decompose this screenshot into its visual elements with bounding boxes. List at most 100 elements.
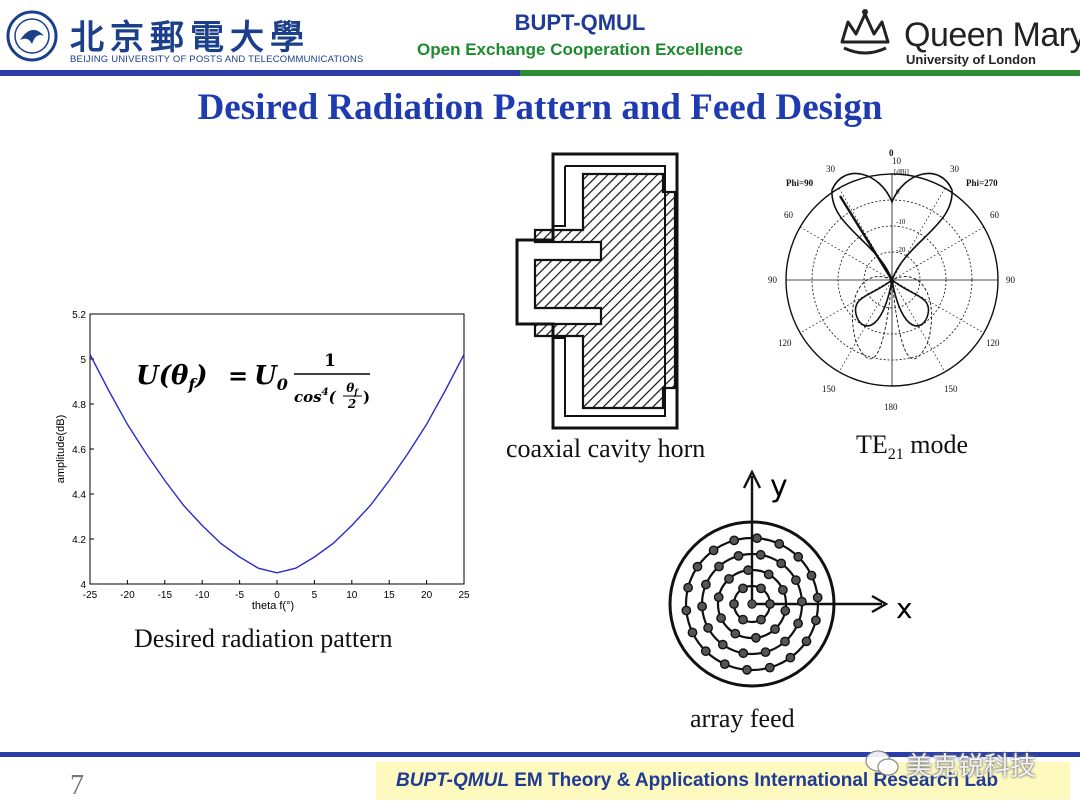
qmul-subname: University of London bbox=[906, 52, 1036, 67]
header: 北京郵電大學 BEIJING UNIVERSITY OF POSTS AND T… bbox=[0, 0, 1080, 72]
feed-element bbox=[743, 565, 754, 576]
plot-frame bbox=[89, 313, 465, 585]
horn-caption: coaxial cavity horn bbox=[506, 434, 706, 463]
feed-element bbox=[801, 636, 812, 647]
feed-element bbox=[703, 622, 713, 633]
feed-element bbox=[742, 664, 752, 675]
header-title: BUPT-QMUL bbox=[514, 10, 646, 35]
top-ten-label: 10 bbox=[892, 156, 902, 166]
y-tick-label: 5 bbox=[80, 355, 86, 366]
y-tick-label: 4.2 bbox=[72, 535, 86, 546]
feed-element bbox=[729, 599, 739, 609]
feed-element-center bbox=[747, 599, 757, 609]
x-axis-label: theta f(°) bbox=[252, 600, 294, 612]
ring-0-label: 0 bbox=[896, 188, 900, 196]
header-subtitle: Open Exchange Cooperation Excellence bbox=[417, 40, 743, 59]
feed-element bbox=[780, 605, 791, 616]
angle-30-left: 30 bbox=[826, 164, 836, 174]
feed-element bbox=[733, 551, 744, 561]
feed-element bbox=[796, 596, 807, 607]
x-tick-label: 20 bbox=[421, 590, 433, 601]
angle-120-right: 120 bbox=[986, 338, 1000, 348]
header-divider bbox=[0, 70, 1080, 76]
feed-element bbox=[683, 582, 694, 593]
ring-10-label: -10 bbox=[896, 218, 906, 226]
feed-element bbox=[708, 545, 719, 556]
feed-element bbox=[729, 535, 740, 546]
qmul-logo: Queen Mary University of London bbox=[834, 6, 1080, 70]
feed-element bbox=[763, 569, 774, 580]
formula-numerator: 1 bbox=[324, 351, 336, 371]
page-number: 7 bbox=[70, 770, 84, 801]
x-tick-label: 15 bbox=[384, 590, 396, 601]
feed-element bbox=[806, 570, 817, 581]
feed-element bbox=[687, 627, 698, 638]
formula-close-paren: ) bbox=[363, 388, 370, 406]
footer-divider bbox=[0, 752, 1080, 757]
feed-element bbox=[700, 646, 711, 657]
x-tick-label: 5 bbox=[312, 590, 318, 601]
feed-element bbox=[713, 592, 724, 603]
feed-element bbox=[778, 585, 788, 595]
x-tick-label: -20 bbox=[120, 590, 135, 601]
angle-150-left: 150 bbox=[822, 384, 836, 394]
feed-element bbox=[752, 533, 762, 544]
header-center: BUPT-QMUL Open Exchange Cooperation Exce… bbox=[360, 8, 800, 62]
formula-u0: U0 bbox=[254, 361, 288, 394]
bupt-chinese-name: 北京郵電大學 bbox=[70, 18, 310, 58]
phi-90-label: Phi=90 bbox=[786, 178, 814, 188]
feed-element bbox=[697, 601, 707, 612]
formula-equals: = bbox=[228, 361, 248, 390]
array-feed-caption: array feed bbox=[690, 704, 795, 733]
feed-element bbox=[756, 614, 766, 625]
angle-30-right: 30 bbox=[950, 164, 960, 174]
x-tick-label: 25 bbox=[458, 590, 470, 601]
feed-element bbox=[724, 574, 734, 584]
y-axis-label: amplitude(dB) bbox=[55, 415, 67, 483]
feed-element bbox=[692, 561, 703, 572]
feed-element bbox=[714, 561, 724, 572]
feed-element bbox=[738, 648, 749, 659]
phi-270-label: Phi=270 bbox=[966, 178, 998, 188]
feed-element bbox=[756, 583, 766, 594]
y-tick-label: 4.8 bbox=[72, 400, 86, 411]
feed-element bbox=[810, 615, 821, 626]
feed-element bbox=[751, 632, 761, 643]
angle-60-right: 60 bbox=[990, 210, 1000, 220]
footer-bar bbox=[376, 762, 1070, 800]
feed-element bbox=[790, 575, 801, 586]
angle-90-left: 90 bbox=[768, 275, 778, 285]
formula-inner-numerator: θf bbox=[346, 381, 359, 397]
ring-20-label: -20 bbox=[896, 246, 906, 254]
angle-120-left: 120 bbox=[778, 338, 792, 348]
bupt-logo: 北京郵電大學 BEIJING UNIVERSITY OF POSTS AND T… bbox=[6, 8, 363, 66]
angle-90-right: 90 bbox=[1006, 275, 1016, 285]
qmul-name: Queen Mary bbox=[904, 16, 1080, 54]
feed-element bbox=[755, 549, 766, 560]
feed-element bbox=[738, 614, 748, 625]
series-line bbox=[89, 354, 465, 574]
x-axis-letter: x bbox=[896, 592, 913, 625]
array-feed-diagram: x y bbox=[668, 469, 913, 688]
formula-lhs: U(θf) bbox=[136, 361, 208, 394]
x-tick-label: -10 bbox=[195, 590, 210, 601]
feed-element bbox=[730, 628, 741, 639]
feed-element bbox=[764, 662, 775, 673]
feed-element bbox=[793, 618, 804, 629]
bupt-seal-icon bbox=[6, 10, 58, 62]
radiation-pattern-caption: Desired radiation pattern bbox=[134, 624, 393, 653]
feed-element bbox=[780, 636, 790, 647]
y-tick-label: 4.4 bbox=[72, 490, 86, 501]
y-axis-letter: y bbox=[770, 469, 788, 504]
te21-polar-plot: Phi=90 Phi=270 0 10 [dBi] 0 -10 -20 30 3… bbox=[768, 148, 1016, 412]
y-tick-label: 5.2 bbox=[72, 310, 86, 321]
x-tick-label: 0 bbox=[274, 590, 280, 601]
chat-bubble-icon bbox=[865, 750, 899, 776]
angle-180-label: 180 bbox=[884, 402, 898, 412]
feed-element bbox=[776, 558, 787, 569]
feed-element bbox=[765, 599, 775, 609]
slide-title: Desired Radiation Pattern and Feed Desig… bbox=[197, 87, 883, 128]
